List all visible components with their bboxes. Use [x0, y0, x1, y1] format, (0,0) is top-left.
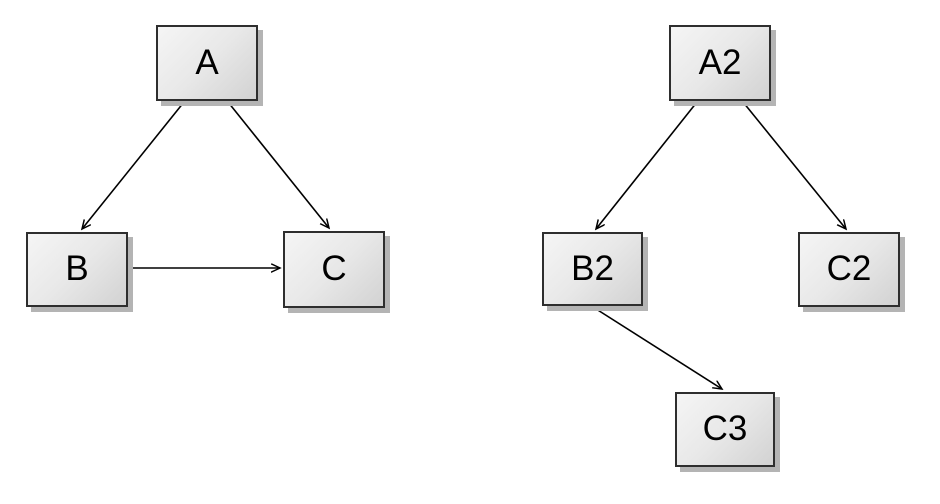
node-label-A2: A2 [698, 42, 742, 82]
node-B[interactable]: B [26, 232, 128, 307]
node-A2[interactable]: A2 [669, 25, 771, 101]
edge-A2-B2[interactable] [596, 101, 698, 229]
node-label-C3: C3 [702, 409, 748, 448]
node-C2[interactable]: C2 [798, 232, 900, 307]
node-C[interactable]: C [283, 231, 385, 308]
edge-A-C[interactable] [227, 101, 329, 228]
node-label-B: B [65, 249, 89, 288]
node-C3[interactable]: C3 [675, 392, 775, 467]
node-label-C2: C2 [826, 249, 872, 288]
node-label-C: C [321, 249, 347, 288]
edges-group [82, 101, 846, 389]
edge-A2-C2[interactable] [742, 101, 846, 229]
node-label-A: A [195, 42, 219, 82]
edge-A-B[interactable] [82, 101, 185, 229]
node-label-B2: B2 [571, 248, 614, 288]
node-A[interactable]: A [156, 25, 258, 101]
node-B2[interactable]: B2 [542, 232, 643, 306]
edge-B2-C3[interactable] [592, 306, 722, 389]
